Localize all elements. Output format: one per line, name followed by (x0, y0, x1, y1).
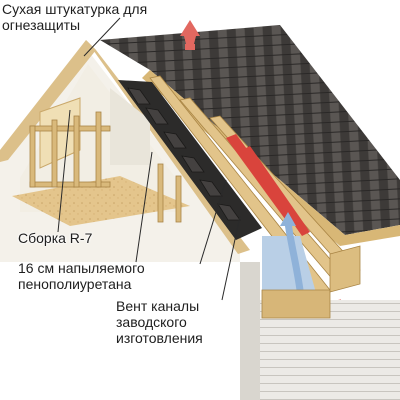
label-foam-line-1: 16 см напыляемого (18, 260, 145, 276)
insulation-board-left (39, 97, 81, 169)
label-spray-foam: 16 см напыляемого пенополиуретана (18, 260, 145, 292)
airflow-in-arrow-head (280, 212, 296, 226)
label-vent-channels: Вент каналы заводского изготовления (116, 298, 203, 346)
label-drywall-fireproofing: Сухая штукатурка для огнезащиты (2, 1, 147, 33)
label-vent-line-2: заводского (116, 314, 187, 330)
vent-airflow-arrows (226, 134, 310, 236)
leader-lines (57, 17, 241, 301)
knee-wall-framing-right (157, 163, 182, 223)
label-r7-assembly: Сборка R-7 (18, 230, 93, 246)
soffit-air-space (262, 236, 318, 300)
label-vent-line-1: Вент каналы (116, 298, 200, 314)
attic-back-wall (110, 88, 150, 165)
left-wall-base (0, 262, 240, 400)
roof-shingles (100, 25, 400, 235)
attic-floor (12, 176, 190, 226)
vent-baffles (127, 87, 241, 221)
ridge-exhaust-arrow (180, 20, 200, 44)
knee-wall-framing (29, 111, 111, 188)
label-vent-line-3: изготовления (116, 330, 203, 346)
exterior-wall-corner (240, 262, 260, 400)
airflow-in-arrow (284, 221, 304, 291)
ridge-exhaust-arrow-shaft (185, 44, 195, 50)
label-drywall-line-2: огнезащиты (2, 17, 81, 33)
label-drywall-line-1: Сухая штукатурка для (2, 1, 148, 17)
gable-trim-left (0, 40, 96, 162)
eave-fascia-top (329, 245, 361, 293)
label-foam-line-2: пенополиуретана (18, 276, 132, 292)
eave-fascia-box (261, 289, 331, 319)
